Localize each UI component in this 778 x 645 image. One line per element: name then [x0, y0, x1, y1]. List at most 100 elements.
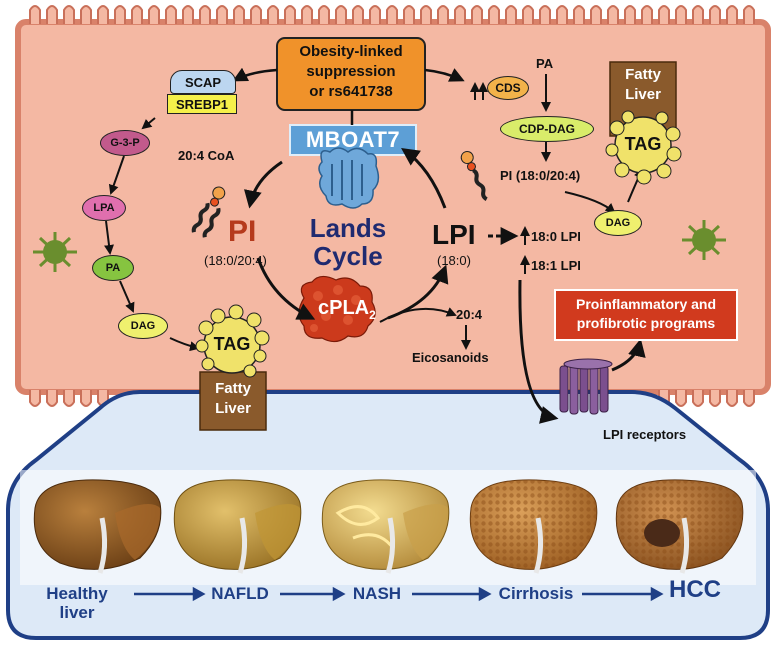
- membrane-villus: [182, 5, 194, 24]
- stage-healthy-line-2: liver: [59, 603, 95, 622]
- membrane-villus: [199, 5, 211, 24]
- membrane-villus: [114, 5, 126, 24]
- cpla2-label: cPLA2: [318, 297, 376, 322]
- dag-oval-right: DAG: [594, 210, 642, 236]
- cpla2-main: cPLA: [318, 297, 370, 319]
- arrow-to-lpi-receptors: [518, 279, 559, 424]
- liver-cirrhosis-image: [469, 479, 598, 574]
- tag-droplet-right: [605, 110, 682, 185]
- suppression-line-3: or rs641738: [309, 83, 393, 100]
- membrane-villus: [573, 5, 585, 24]
- scap-label: SCAP: [170, 70, 236, 94]
- membrane-villus: [46, 390, 58, 407]
- membrane-villus: [726, 5, 738, 24]
- membrane-villus: [131, 5, 143, 24]
- membrane-villus: [505, 5, 517, 24]
- mboat7-label: MBOAT7: [305, 127, 401, 152]
- lands-line-2: Cycle: [313, 241, 383, 271]
- lpi-180-label: 18:0 LPI: [531, 229, 581, 244]
- proinflammatory-text: Proinflammatory and profibrotic programs: [555, 295, 737, 333]
- membrane-villus: [522, 5, 534, 24]
- cpla2-subscript: 2: [369, 308, 376, 322]
- membrane-villus: [369, 5, 381, 24]
- liver-nafld-image: [173, 479, 302, 574]
- membrane-villus: [624, 5, 636, 24]
- fatty-liver-box-left: [199, 371, 267, 431]
- membrane-villus: [675, 5, 687, 24]
- lpi-181-label: 18:1 LPI: [531, 258, 581, 273]
- membrane-villus: [403, 5, 415, 24]
- pi-lipid-icon: [191, 186, 226, 238]
- membrane-villus: [726, 390, 738, 407]
- arrow-cpla2-to-aa: [379, 307, 457, 323]
- membrane-villus: [216, 5, 228, 24]
- membrane-villus: [250, 5, 262, 24]
- membrane-villi-top: [29, 5, 755, 24]
- suppression-text: Obesity-linked suppression or rs641738: [277, 42, 425, 102]
- membrane-villus: [233, 5, 245, 24]
- lpi-lipid-icon: [460, 151, 488, 201]
- membrane-villus: [743, 5, 755, 24]
- srebp1-label: SREBP1: [167, 94, 237, 114]
- cdpdag-oval: CDP-DAG: [500, 116, 594, 142]
- membrane-villus: [335, 5, 347, 24]
- coa-label: 20:4 CoA: [178, 148, 235, 163]
- membrane-villus: [539, 5, 551, 24]
- membrane-villus: [420, 5, 432, 24]
- stage-healthy-liver: Healthy liver: [24, 584, 130, 622]
- membrane-villus: [148, 5, 160, 24]
- membrane-villus: [437, 5, 449, 24]
- membrane-villus: [301, 5, 313, 24]
- g3p-oval: G-3-P: [100, 130, 150, 156]
- arrow-suppression-to-cds: [424, 68, 465, 82]
- suppression-line-2: suppression: [306, 63, 396, 80]
- fatty-label-left: Fatty: [215, 380, 251, 397]
- membrane-villus: [692, 5, 704, 24]
- membrane-villus: [454, 5, 466, 24]
- membrane-villus: [29, 390, 41, 407]
- membrane-villus: [80, 390, 92, 407]
- proinflammatory-line-2: profibrotic programs: [576, 315, 716, 331]
- membrane-villus: [471, 5, 483, 24]
- fatty-label-right: Fatty: [625, 66, 661, 83]
- stage-cirrhosis: Cirrhosis: [498, 584, 574, 603]
- membrane-villus: [675, 390, 687, 407]
- membrane-villus: [318, 5, 330, 24]
- liver-label-left: Liver: [215, 400, 251, 417]
- membrane-villus: [29, 5, 41, 24]
- membrane-villus: [267, 5, 279, 24]
- mboat7-protein-icon: [318, 147, 380, 209]
- tag-label-right: TAG: [624, 134, 662, 154]
- membrane-villus: [743, 390, 755, 407]
- membrane-villus: [63, 390, 75, 407]
- arrow-suppression-to-scap: [232, 67, 278, 82]
- arachidonic-label: 20:4: [456, 307, 483, 322]
- denovo-arrows: [104, 117, 200, 352]
- suppression-line-1: Obesity-linked: [299, 43, 403, 60]
- proinflammatory-box: [554, 289, 738, 341]
- membrane-villus: [709, 5, 721, 24]
- membrane-villus: [63, 5, 75, 24]
- liver-nash-image: [321, 479, 450, 574]
- pa-label-right: PA: [536, 56, 554, 71]
- liver-label-right: Liver: [625, 86, 661, 103]
- eicosanoids-label: Eicosanoids: [412, 350, 489, 365]
- liver-healthy-image: [33, 479, 162, 574]
- membrane-villus: [352, 5, 364, 24]
- membrane-villus: [641, 5, 653, 24]
- lpi-receptors-label: LPI receptors: [603, 427, 687, 442]
- proinflammatory-line-1: Proinflammatory and: [575, 296, 717, 312]
- membrane-villus: [658, 5, 670, 24]
- pi-label-right: PI (18:0/20:4): [500, 168, 581, 183]
- lpa-oval: LPA: [82, 195, 126, 221]
- pa-oval-left: PA: [92, 255, 134, 281]
- tag-droplet-left: [195, 304, 270, 378]
- stellate-cell-left: [33, 232, 77, 272]
- cpla2-protein-icon: [298, 275, 376, 343]
- dag-oval-left: DAG: [118, 313, 168, 339]
- liver-hcc-image: [615, 479, 744, 574]
- lpi-species: (18:0): [437, 253, 471, 268]
- membrane-villus: [284, 5, 296, 24]
